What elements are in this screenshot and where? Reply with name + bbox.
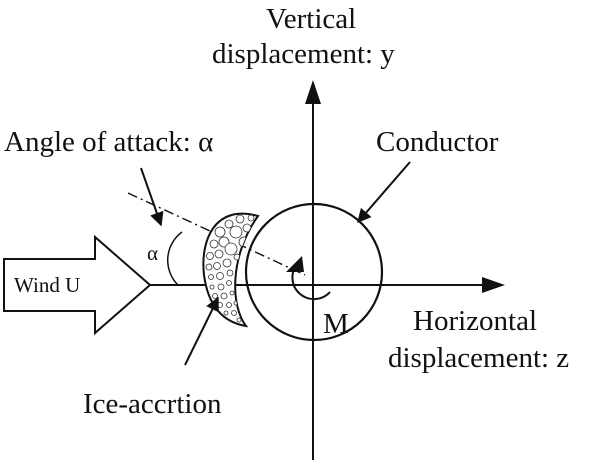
horizontal-axis-label-line2: displacement: z <box>388 342 569 374</box>
moment-label: M <box>323 308 349 340</box>
conductor-leader-arrow <box>357 161 411 224</box>
vertical-axis-arrowhead <box>305 80 321 104</box>
conductor-label: Conductor <box>376 126 499 158</box>
ice-leader-arrow <box>184 296 219 366</box>
angle-leader-arrow <box>140 167 164 227</box>
ice-accretion-label: Ice-accrtion <box>83 388 222 420</box>
moment-arc-arrowhead <box>286 256 304 272</box>
angle-of-attack-label: Angle of attack: α <box>4 126 213 158</box>
vertical-axis-label-line1: Vertical <box>266 3 356 35</box>
horizontal-axis-label-line1: Horizontal <box>413 305 537 337</box>
alpha-symbol: α <box>147 241 158 265</box>
wind-label: Wind U <box>14 273 80 297</box>
conductor-circle <box>244 202 384 342</box>
vertical-axis-label-line2: displacement: y <box>212 38 395 70</box>
horizontal-axis-arrowhead <box>482 277 505 293</box>
chord-line <box>127 192 306 276</box>
alpha-arc <box>166 231 183 286</box>
wind-arrow <box>3 234 152 336</box>
